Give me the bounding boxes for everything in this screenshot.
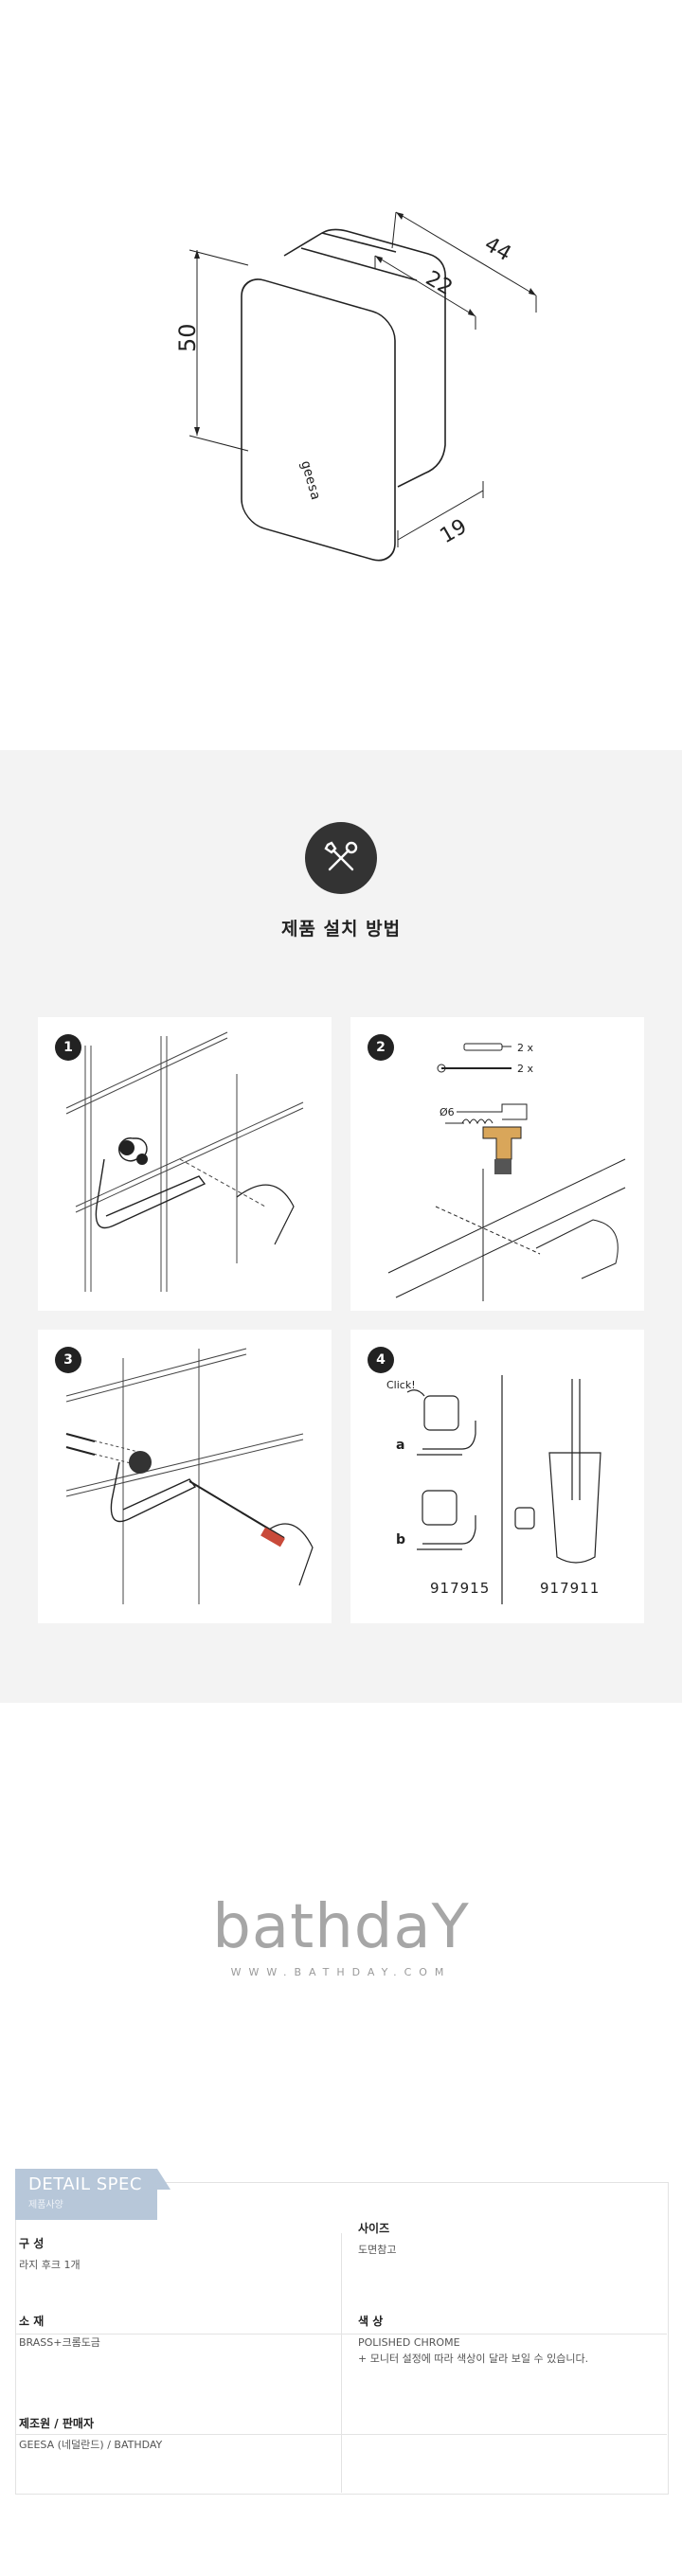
step-1-illustration (65, 1031, 304, 1292)
install-step-3: 3 (38, 1330, 332, 1623)
bathday-url: WWW.BATHDAY.COM (230, 1966, 452, 1978)
model-number-right: 917911 (540, 1580, 601, 1597)
spec-label: 사이즈 (358, 2222, 390, 2235)
step-4-illustration (406, 1375, 601, 1604)
product-dimension-drawing: geesa 44 22 5 (174, 211, 537, 562)
step-2-illustration (387, 1043, 626, 1301)
install-step-2: 2 2 x 2 x Ø6 (350, 1017, 644, 1311)
spec-material: 소 재 BRASS+크롬도금 (19, 2313, 100, 2351)
brand-mark: geesa (297, 459, 323, 502)
install-step-1: 1 (38, 1017, 332, 1311)
spec-label: 소 재 (19, 2315, 45, 2328)
step-3-illustration (65, 1348, 314, 1604)
step-number: 2 (368, 1034, 394, 1061)
spec-label: 구 성 (19, 2237, 45, 2250)
spec-manufacturer: 제조원 / 판매자 GEESA (네덜란드) / BATHDAY (19, 2415, 162, 2453)
spec-value: POLISHED CHROME (358, 2336, 460, 2349)
model-number-left: 917915 (430, 1580, 491, 1597)
spec-row-divider (15, 2434, 667, 2435)
install-title: 제품 설치 방법 (280, 919, 402, 939)
installation-section: 제품 설치 방법 1 (0, 750, 682, 1703)
dim-inner-label: 22 (422, 267, 457, 301)
spec-value: GEESA (네덜란드) / BATHDAY (19, 2439, 163, 2451)
install-step-4: 4 Click! a b 917915 917911 (350, 1330, 644, 1623)
step-number: 4 (368, 1347, 394, 1373)
click-label: Click! (386, 1379, 416, 1391)
spec-label: 제조원 / 판매자 (19, 2417, 94, 2430)
dim-height-label: 50 (174, 323, 201, 352)
dimension-drawing-section: geesa 44 22 5 (0, 0, 682, 750)
detail-spec-section: DETAIL SPEC 제품사양 구 성 라지 후크 1개 사이즈 도면참고 소… (0, 2148, 682, 2576)
spec-composition: 구 성 라지 후크 1개 (19, 2235, 81, 2273)
spec-label: 색 상 (358, 2315, 384, 2328)
drill-size-label: Ø6 (440, 1106, 455, 1118)
spec-tab-fold (157, 2169, 170, 2190)
step-number: 3 (55, 1347, 81, 1373)
spec-value: BRASS+크롬도금 (19, 2336, 100, 2349)
spec-size: 사이즈 도면참고 (358, 2220, 396, 2258)
spec-color: 색 상 POLISHED CHROME + 모니터 설정에 따라 색상이 달라 … (358, 2313, 588, 2367)
spec-table (15, 2182, 669, 2495)
spec-tab (15, 2169, 157, 2220)
spec-value: 도면참고 (358, 2244, 397, 2256)
bathday-logo: bathdaY (212, 1892, 470, 1962)
spec-value: 라지 후크 1개 (19, 2259, 81, 2271)
tools-icon (324, 841, 358, 871)
brand-logo-section: bathdaY WWW.BATHDAY.COM (0, 1703, 682, 2148)
spec-tab-title: DETAIL SPEC (28, 2174, 142, 2194)
step-number: 1 (55, 1034, 81, 1061)
spec-column-divider (341, 2233, 342, 2493)
plug-quantity: 2 x (517, 1042, 534, 1054)
wrench-screwdriver-icon (305, 822, 377, 894)
screw-quantity: 2 x (517, 1063, 534, 1075)
option-a-label: a (396, 1438, 405, 1453)
option-b-label: b (396, 1532, 406, 1547)
dim-depth-label: 19 (437, 515, 472, 549)
spec-tab-subtitle: 제품사양 (28, 2200, 63, 2210)
dim-width-label: 44 (480, 233, 515, 267)
spec-color-note: + 모니터 설정에 따라 색상이 달라 보일 수 있습니다. (358, 2352, 589, 2365)
